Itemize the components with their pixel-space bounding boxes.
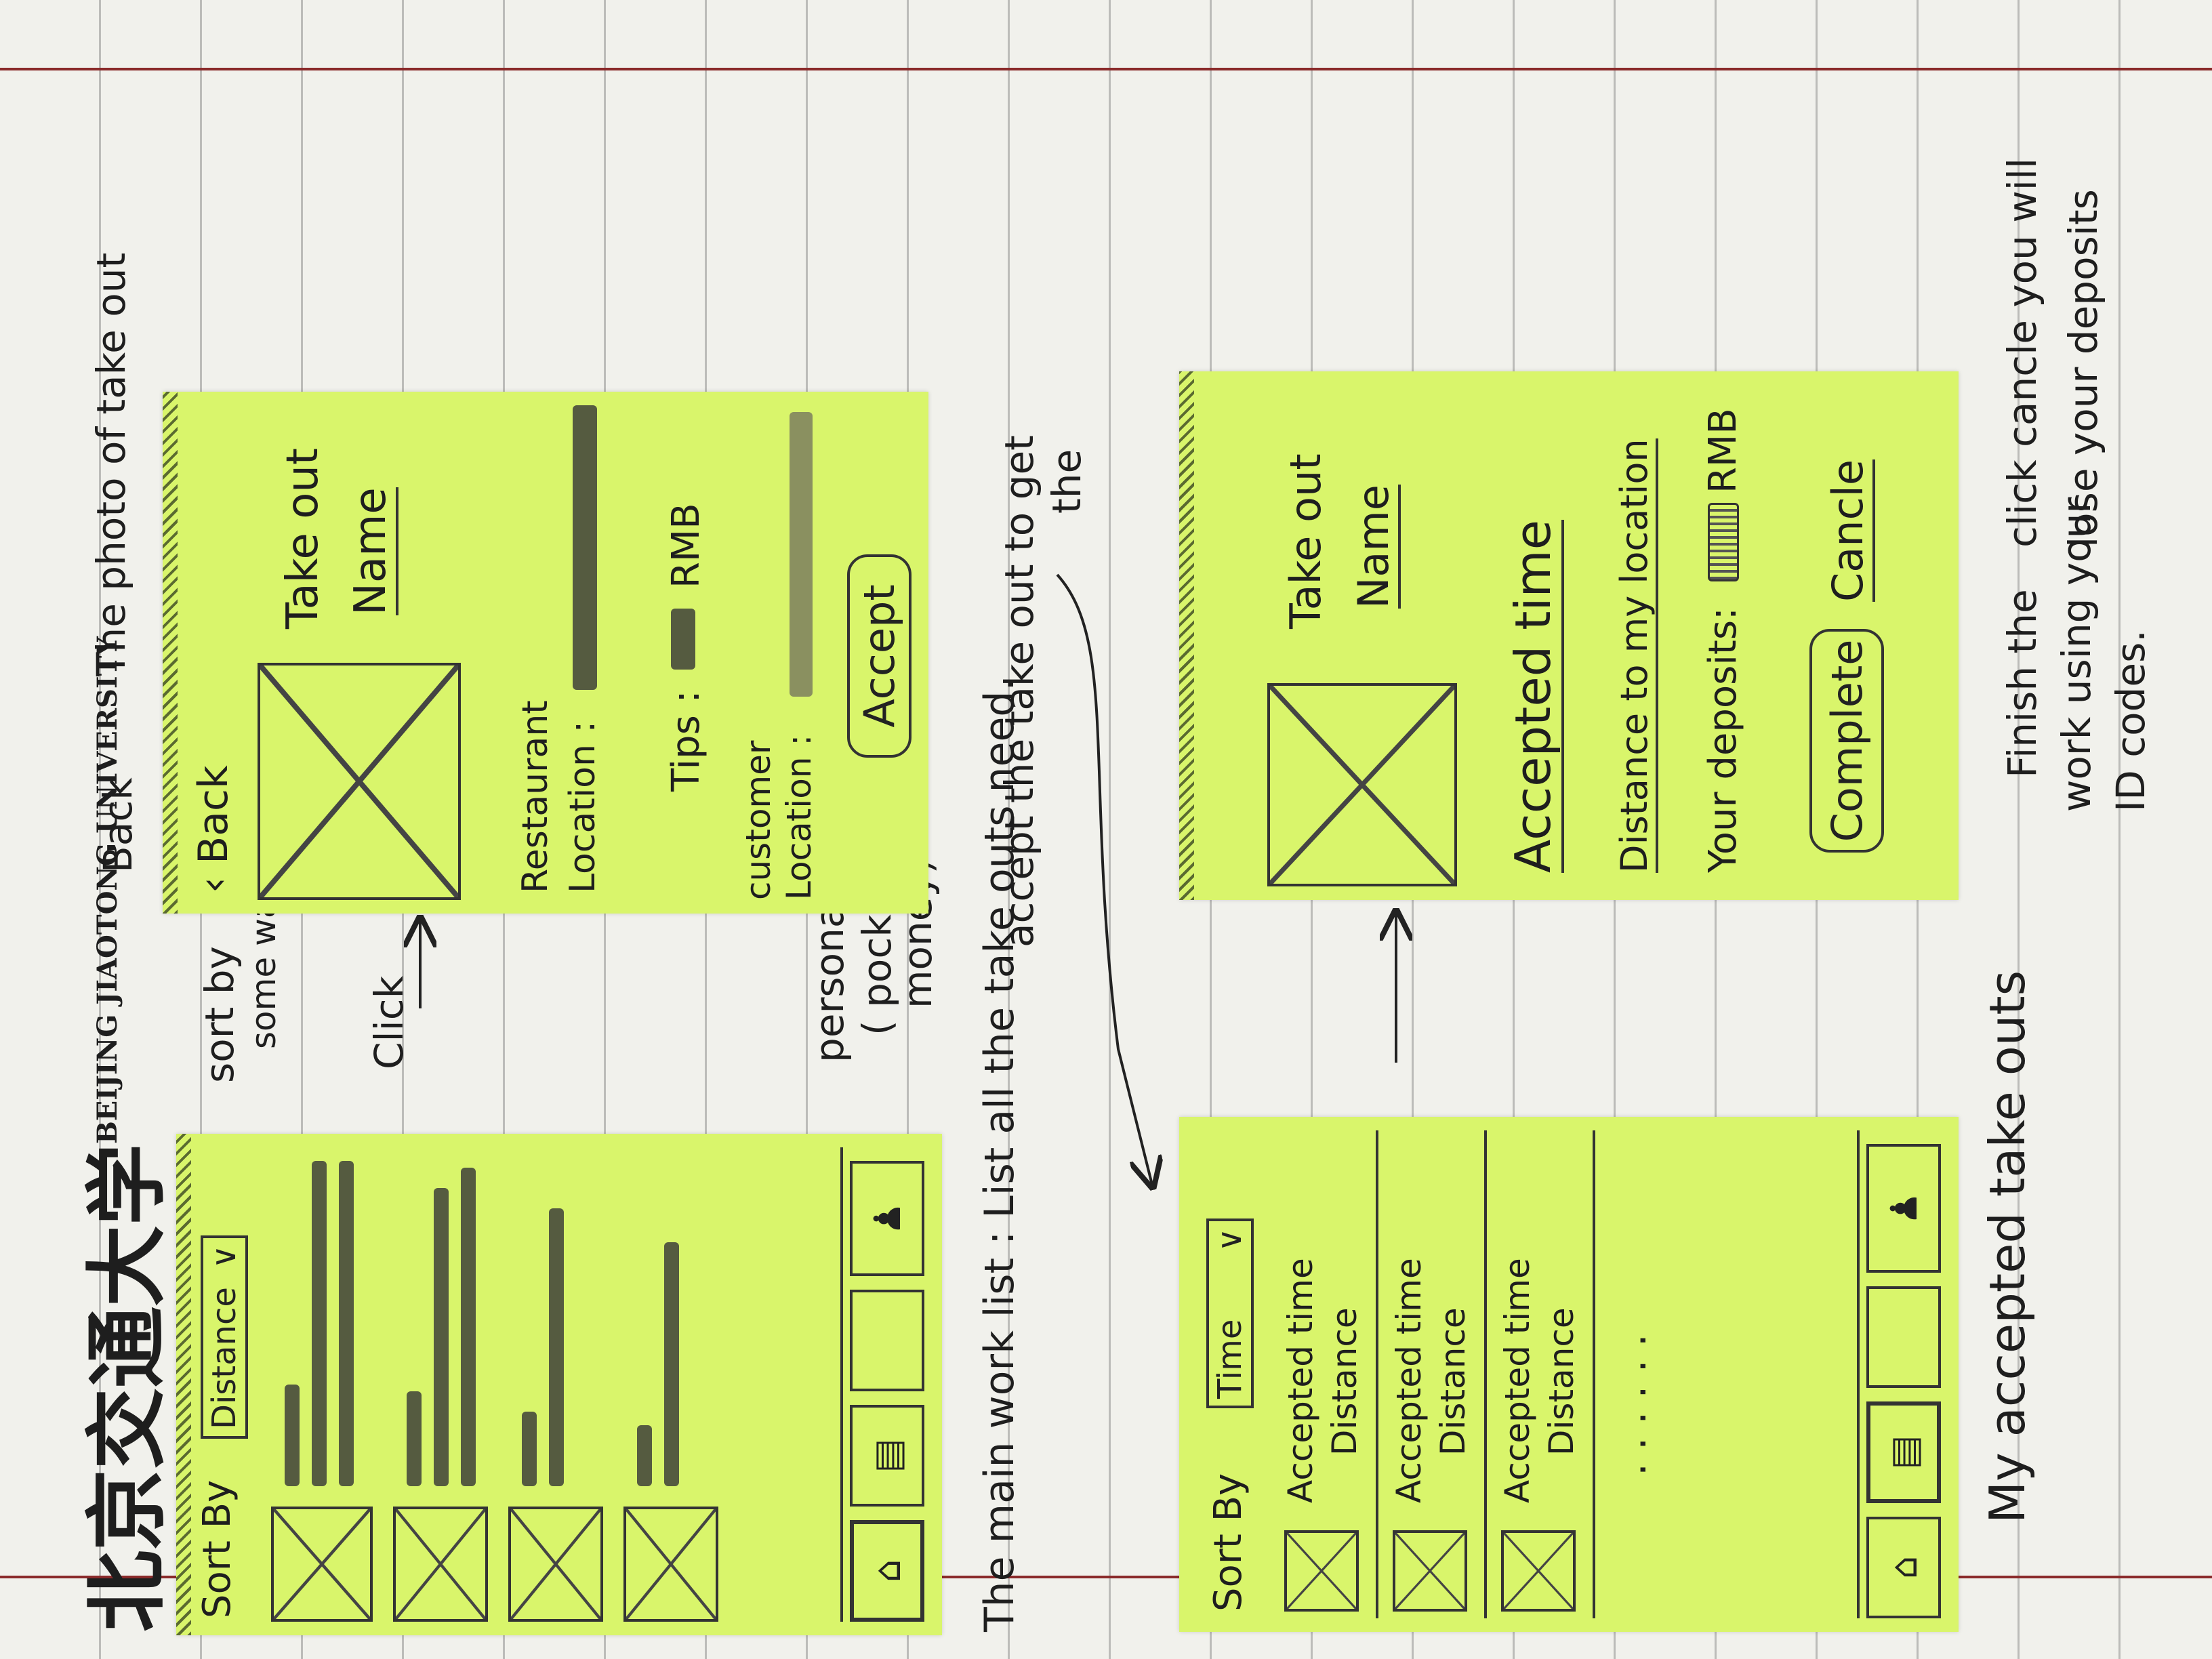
list-item[interactable]: Accepted time Distance	[1382, 1130, 1487, 1618]
thumbnail-placeholder	[508, 1507, 603, 1622]
margin-line-top	[0, 68, 2212, 70]
detail-screen: ‹ Back Take out Name Restaurant Location…	[163, 392, 928, 914]
list-item[interactable]	[393, 1147, 501, 1622]
thumbnail-placeholder	[1393, 1530, 1467, 1612]
list-item[interactable]	[623, 1147, 732, 1622]
margin-line-bottom	[0, 1576, 2212, 1578]
accepted-detail-screen: Take out Name Accepted time Distance to …	[1179, 371, 1959, 900]
accepted-list-screen: Sort By Time ∨ Accepted time Distance Ac…	[1179, 1117, 1959, 1632]
thumbnail-placeholder	[271, 1507, 373, 1622]
arrow-accept-to-accepted	[1056, 573, 1152, 1185]
list-item[interactable]	[508, 1147, 617, 1622]
list-item[interactable]	[271, 1147, 386, 1622]
photo-placeholder	[1267, 683, 1457, 886]
main-list-screen: Sort By Distance ∨	[176, 1134, 942, 1635]
list-item[interactable]: Accepted time Distance	[1491, 1130, 1595, 1618]
photo-placeholder	[258, 663, 461, 900]
list-item[interactable]: Accepted time Distance	[1274, 1130, 1378, 1618]
thumbnail-placeholder	[393, 1507, 488, 1622]
thumbnail-placeholder	[1284, 1530, 1359, 1612]
thumbnail-placeholder	[1501, 1530, 1576, 1612]
thumbnail-placeholder	[623, 1507, 718, 1622]
